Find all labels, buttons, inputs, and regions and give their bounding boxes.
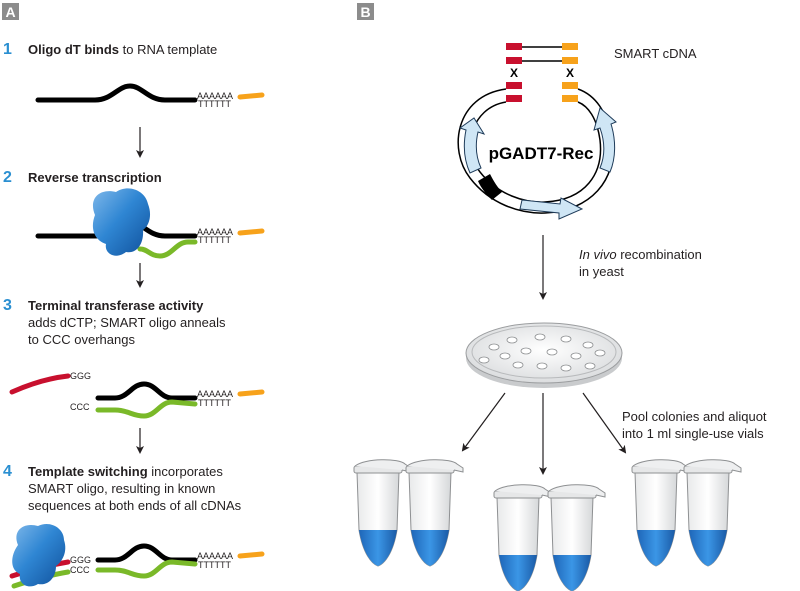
plasmid-arrow bbox=[593, 107, 617, 173]
svg-text:TTTTTT: TTTTTT bbox=[198, 398, 231, 408]
smart-cdna-inserts: X X bbox=[506, 43, 578, 102]
svg-text:TTTTTT: TTTTTT bbox=[198, 560, 231, 570]
step-1-bold: Oligo dT binds bbox=[28, 42, 119, 57]
svg-text:TTTTTT: TTTTTT bbox=[198, 235, 231, 245]
svg-text:AAAAAA: AAAAAA bbox=[197, 551, 233, 561]
vial-lid bbox=[548, 484, 606, 498]
step-2: 2 Reverse transcription AAAAAA TTTTTT bbox=[3, 169, 265, 259]
cdna-strand-green bbox=[95, 559, 198, 579]
arrow-to-tubes-right bbox=[582, 392, 627, 454]
in-yeast-label: in yeast bbox=[579, 264, 624, 279]
panel-a-label: A bbox=[2, 3, 19, 20]
oligo-dt-primer bbox=[237, 551, 265, 559]
reverse-transcriptase-icon bbox=[12, 523, 66, 587]
microcentrifuge-tube bbox=[405, 459, 464, 567]
step-4-number: 4 bbox=[3, 463, 12, 480]
step-1-number: 1 bbox=[3, 41, 12, 58]
svg-text:A: A bbox=[5, 4, 15, 20]
vial-liquid bbox=[411, 530, 449, 566]
reverse-transcriptase-icon bbox=[92, 188, 151, 256]
svg-text:B: B bbox=[360, 4, 370, 20]
oligo-dt-primer bbox=[237, 389, 265, 397]
step-3-line-2: to CCC overhangs bbox=[28, 332, 135, 347]
plasmid-pgadt7-rec: pGADT7-Rec bbox=[457, 88, 617, 220]
microcentrifuge-tube bbox=[353, 459, 412, 567]
step-2-bold: Reverse transcription bbox=[28, 170, 162, 185]
step-3-line-1: adds dCTP; SMART oligo anneals bbox=[28, 315, 226, 330]
crossover-mark: X bbox=[510, 66, 518, 80]
vial-liquid bbox=[637, 530, 675, 566]
polya-tail: AAAAAA bbox=[197, 91, 233, 101]
plasmid-arrow bbox=[519, 197, 584, 220]
svg-text:AAAAAA: AAAAAA bbox=[197, 389, 233, 399]
step-4-text: incorporates bbox=[148, 464, 224, 479]
vial-liquid bbox=[359, 530, 397, 566]
rna-strand bbox=[35, 83, 198, 103]
step-1-text: to RNA template bbox=[119, 42, 217, 57]
plasmid-label: pGADT7-Rec bbox=[489, 144, 594, 163]
oligo-dt: TTTTTT bbox=[198, 99, 231, 109]
pool-line-1: Pool colonies and aliquot bbox=[622, 409, 767, 424]
vial-liquid bbox=[689, 530, 727, 566]
oligo-dt-primer bbox=[237, 228, 265, 236]
microcentrifuge-tube bbox=[683, 459, 742, 567]
microcentrifuge-tube bbox=[547, 484, 606, 591]
panel-b-label: B bbox=[357, 3, 374, 20]
rna-strand bbox=[95, 381, 198, 401]
svg-text:CCC: CCC bbox=[70, 565, 90, 575]
vial-liquid bbox=[499, 555, 537, 591]
recombination-label: recombination bbox=[617, 247, 702, 262]
step-3-number: 3 bbox=[3, 297, 12, 314]
smart-oligo bbox=[9, 373, 71, 395]
svg-text:Template switching incorporate: Template switching incorporates bbox=[28, 464, 223, 479]
svg-text:GGG: GGG bbox=[70, 555, 91, 565]
smart-cdna-label: SMART cDNA bbox=[614, 46, 697, 61]
step-4: 4 Template switching incorporates SMART … bbox=[3, 463, 265, 589]
arrow-to-tubes-left bbox=[461, 392, 506, 452]
vial-group bbox=[353, 459, 742, 591]
vial-lid bbox=[406, 459, 464, 473]
svg-text:In vivo recombination: In vivo recombination bbox=[579, 247, 702, 262]
cdna-strand-green bbox=[95, 399, 198, 419]
svg-text:GGG: GGG bbox=[70, 371, 91, 381]
step-3-bold: Terminal transferase activity bbox=[28, 298, 204, 313]
oligo-dt-primer bbox=[237, 92, 265, 100]
step-4-line-2: sequences at both ends of all cDNAs bbox=[28, 498, 242, 513]
microcentrifuge-tube bbox=[493, 484, 552, 591]
yeast-colonies bbox=[478, 333, 606, 372]
plasmid-marker bbox=[478, 174, 502, 200]
microcentrifuge-tube bbox=[631, 459, 690, 567]
plasmid-arrow bbox=[458, 117, 486, 174]
crossover-mark: X bbox=[566, 66, 574, 80]
svg-text:Oligo dT binds to RNA template: Oligo dT binds to RNA template bbox=[28, 42, 217, 57]
svg-text:CCC: CCC bbox=[70, 402, 90, 412]
vial-liquid bbox=[553, 555, 591, 591]
rna-strand bbox=[95, 543, 198, 563]
pool-line-2: into 1 ml single-use vials bbox=[622, 426, 764, 441]
cdna-strand-green bbox=[137, 239, 198, 259]
petri-dish bbox=[465, 322, 623, 388]
step-4-line-1: SMART oligo, resulting in known bbox=[28, 481, 215, 496]
in-vivo-label: In vivo bbox=[579, 247, 617, 262]
step-3: 3 Terminal transferase activity adds dCT… bbox=[3, 297, 265, 419]
step-2-number: 2 bbox=[3, 169, 12, 186]
vial-lid bbox=[684, 459, 742, 473]
svg-text:AAAAAA: AAAAAA bbox=[197, 227, 233, 237]
step-4-bold: Template switching bbox=[28, 464, 148, 479]
step-1: 1 Oligo dT binds to RNA template AAAAAA … bbox=[3, 41, 265, 109]
